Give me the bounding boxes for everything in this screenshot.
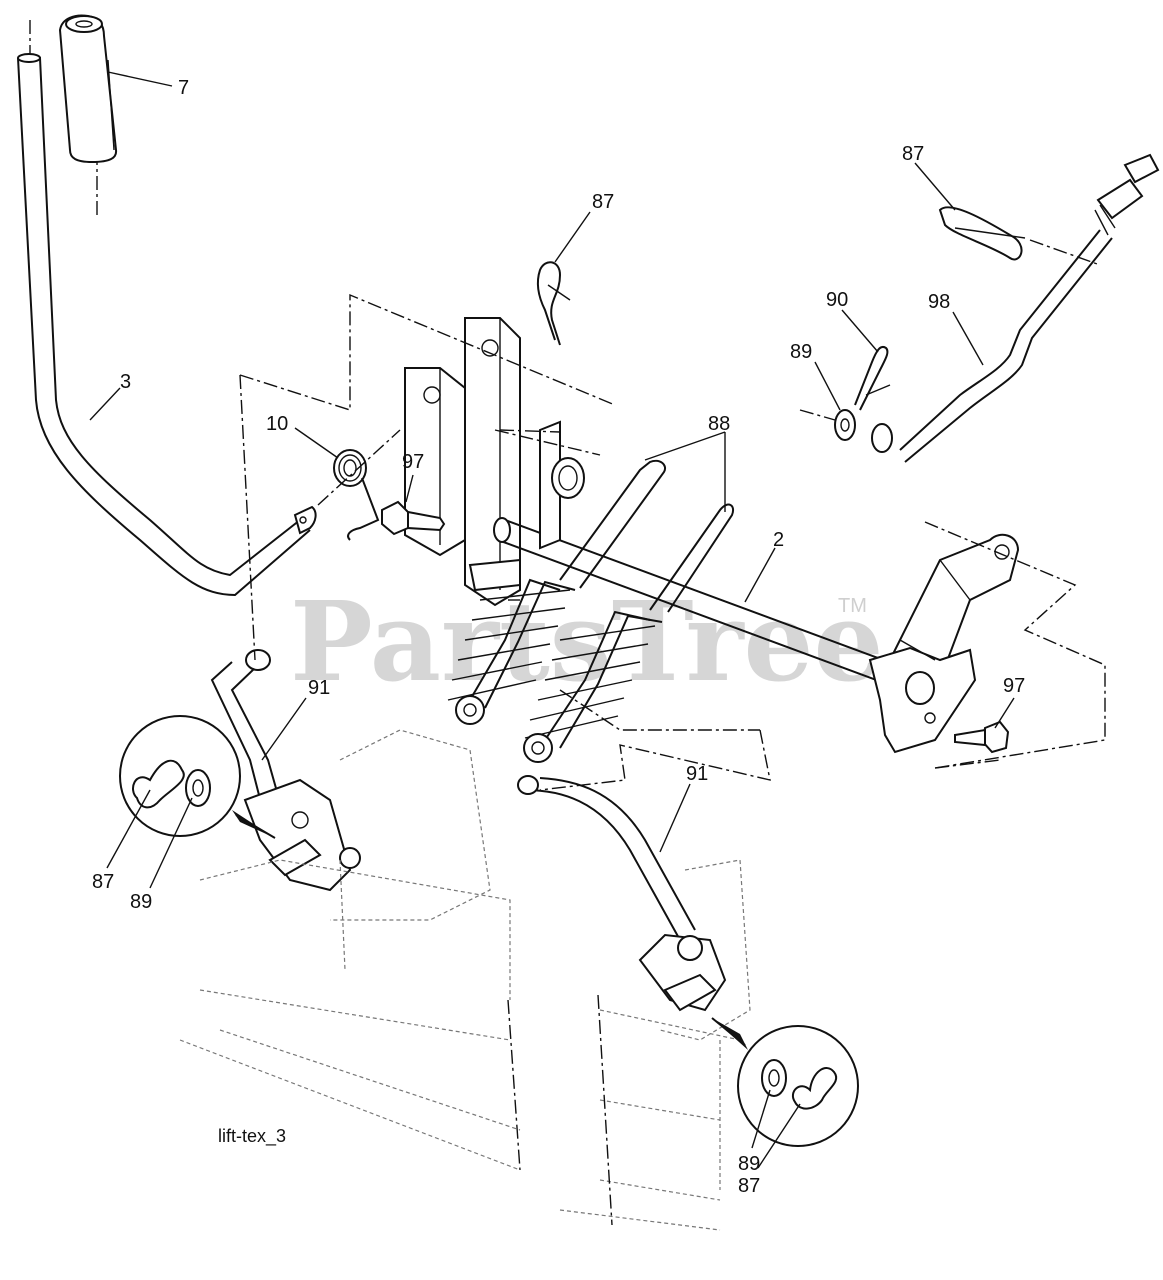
callout-10: 10 xyxy=(266,413,288,435)
deck-bracket-left xyxy=(179,729,521,1171)
callout-89-top: 89 xyxy=(790,341,812,363)
lift-handle-part-3[interactable] xyxy=(17,20,317,597)
detail-circle-right[interactable] xyxy=(711,1017,859,1147)
callout-97-right: 97 xyxy=(1003,675,1025,697)
callout-87-top: 87 xyxy=(592,191,614,213)
callout-87-bottom: 87 xyxy=(738,1175,760,1197)
torsion-spring-part-10[interactable] xyxy=(333,449,380,541)
callout-90: 90 xyxy=(826,289,848,311)
cotter-pin-part-90[interactable] xyxy=(854,346,891,411)
callout-7: 7 xyxy=(178,77,189,99)
shoulder-bolt-part-97-left[interactable] xyxy=(381,500,446,536)
adjustment-rod-part-98[interactable] xyxy=(871,153,1160,463)
spring-hook-rods[interactable] xyxy=(559,459,734,613)
right-lift-arm-bracket[interactable] xyxy=(868,533,1020,754)
lift-shaft-part-2[interactable] xyxy=(493,420,906,689)
deck-bracket-right xyxy=(559,859,751,1231)
callout-87-left: 87 xyxy=(92,871,114,893)
diagram-caption: lift-tex_3 xyxy=(218,1126,286,1147)
callout-labels: 7 3 10 97 87 88 87 90 98 89 2 97 91 87 8… xyxy=(92,77,1025,1197)
callout-91-right: 91 xyxy=(686,763,708,785)
callout-leaders xyxy=(89,71,1015,1169)
callout-97-left: 97 xyxy=(402,451,424,473)
callout-2: 2 xyxy=(773,529,784,551)
watermark-trademark: TM xyxy=(838,595,867,617)
callout-91-left: 91 xyxy=(308,677,330,699)
callout-87-right: 87 xyxy=(902,143,924,165)
partstree-watermark: PartsTree xyxy=(290,577,884,706)
extension-spring-part-88-left[interactable] xyxy=(447,578,576,725)
callout-89-bottom: 89 xyxy=(738,1153,760,1175)
hairpin-clip-part-87-right[interactable] xyxy=(938,206,1026,261)
extension-spring-part-88-right[interactable] xyxy=(523,610,663,763)
callout-3: 3 xyxy=(120,371,131,393)
callout-98: 98 xyxy=(928,291,950,313)
exploded-view-reference-lines xyxy=(239,239,1106,1226)
shoulder-bolt-part-97-right[interactable] xyxy=(954,720,1010,754)
flat-washer-part-89-top[interactable] xyxy=(834,409,856,441)
hairpin-clip-part-87-top[interactable] xyxy=(536,261,571,346)
detail-circle-left[interactable] xyxy=(119,715,276,839)
callout-88: 88 xyxy=(708,413,730,435)
lift-link-part-91-right[interactable] xyxy=(517,775,696,941)
handle-grip-part-7[interactable] xyxy=(58,14,118,164)
callout-89-left: 89 xyxy=(130,891,152,913)
